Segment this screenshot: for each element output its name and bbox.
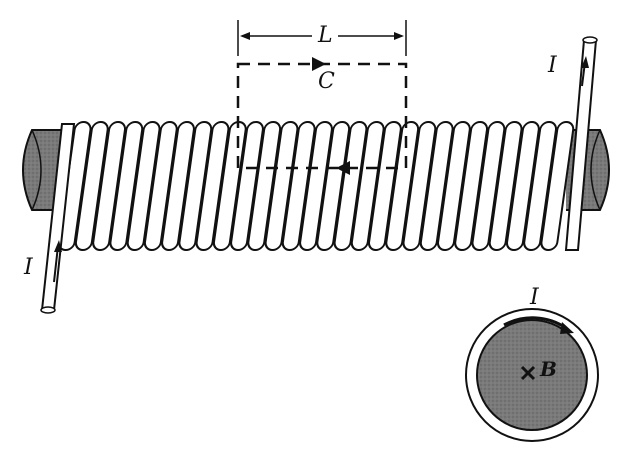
coil-turn	[299, 121, 333, 251]
coil-turn	[505, 121, 540, 251]
current-label-left: I	[23, 255, 34, 280]
lead-wire-right-end	[582, 36, 598, 44]
coil-turn	[74, 121, 109, 251]
coil-turn	[178, 121, 213, 251]
coil-turn	[350, 121, 385, 251]
contour-label: C	[318, 69, 335, 94]
coil-turn	[264, 121, 299, 251]
lead-wire-left-end	[40, 306, 56, 314]
length-arrowhead-left	[240, 32, 250, 40]
cross-section-current-arrowhead	[560, 322, 574, 334]
field-label: B	[539, 357, 557, 381]
length-arrowhead-right	[394, 32, 404, 40]
coil-turn	[488, 121, 523, 251]
coil-turn	[419, 121, 454, 251]
coil-turn	[143, 121, 178, 251]
core-rod-right-cap	[590, 129, 601, 211]
contour-arrow-top	[312, 57, 326, 71]
coil-turn	[230, 121, 264, 251]
current-label-right: I	[547, 53, 558, 78]
coil-turn	[385, 121, 420, 251]
core-rod-left-cap	[31, 129, 42, 211]
coil-turn	[109, 121, 144, 251]
coil-turn	[247, 121, 282, 251]
field-into-page-icon	[520, 365, 536, 381]
coil-turn	[126, 121, 161, 251]
coil-turn	[540, 121, 575, 251]
coil-turn	[92, 121, 127, 251]
cross-section-current-arrow	[503, 316, 567, 330]
coil-turn	[367, 121, 402, 251]
length-label: L	[317, 23, 333, 48]
contour-arrow-bottom	[336, 161, 350, 175]
coil-turn	[316, 121, 351, 251]
coil-turn	[402, 121, 437, 251]
coil-turn	[523, 121, 558, 251]
coil-turn	[454, 121, 489, 251]
coil-turn	[281, 121, 316, 251]
coil-turn	[471, 121, 506, 251]
current-arrowhead-right	[581, 56, 589, 68]
coil-turn	[195, 121, 230, 251]
cross-section-current-label: I	[529, 285, 540, 310]
coil-windings	[57, 121, 575, 251]
current-arrowhead-left	[54, 240, 62, 252]
cross-section: I B	[465, 285, 599, 442]
coil-turn	[436, 121, 471, 251]
coil-turn	[333, 121, 368, 251]
coil-turn	[161, 121, 195, 251]
